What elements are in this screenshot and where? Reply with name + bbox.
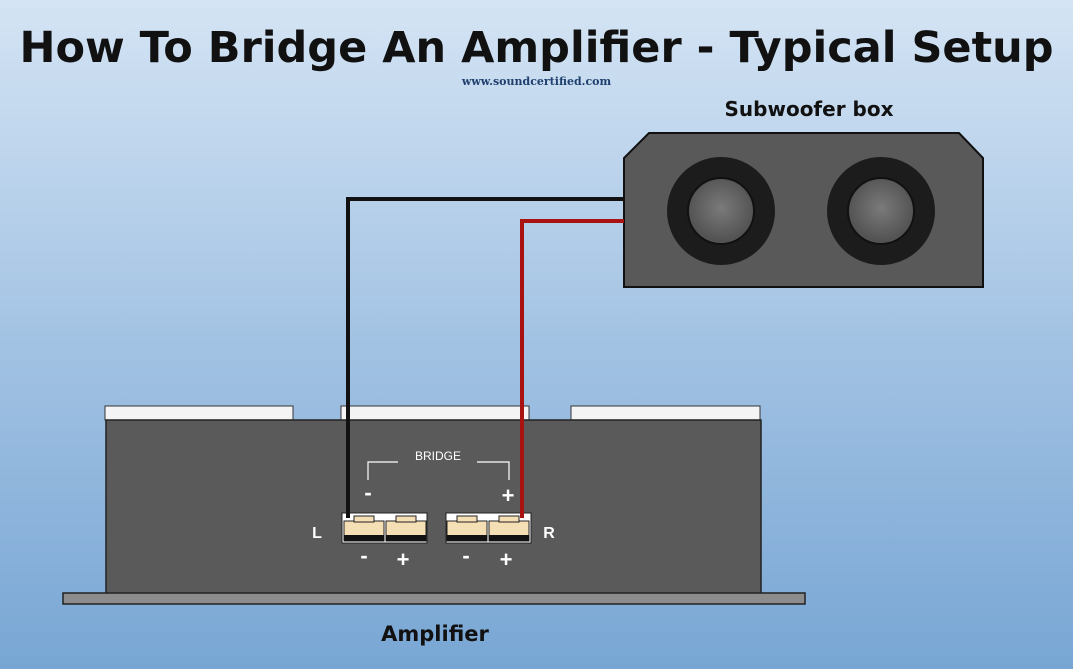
bridge-plus-sign: + xyxy=(502,483,515,508)
bridge-label: BRIDGE xyxy=(415,449,461,463)
terminal-sign-right-positive: + xyxy=(500,547,513,572)
subwoofer-box xyxy=(623,132,984,288)
amp-heatsink-left xyxy=(104,405,294,421)
terminal-sign-left-negative: - xyxy=(360,543,367,568)
amplifier: BRIDGE - + L R - + - + xyxy=(62,405,806,605)
amp-body xyxy=(105,419,762,595)
left-channel-label: L xyxy=(312,525,322,542)
terminal-sign-left-positive: + xyxy=(397,547,410,572)
amplifier-label: Amplifier xyxy=(381,622,489,646)
terminal-left-positive xyxy=(385,515,427,542)
amp-base-plate xyxy=(62,592,806,605)
woofer-left xyxy=(667,157,775,265)
woofer-right xyxy=(827,157,935,265)
amp-heatsink-center xyxy=(340,405,530,421)
bridge-bracket xyxy=(367,461,510,480)
terminal-right-positive xyxy=(488,515,530,542)
right-channel-label: R xyxy=(543,525,555,542)
terminal-left-negative xyxy=(343,515,385,542)
page-title: How To Bridge An Amplifier - Typical Set… xyxy=(19,23,1054,73)
subwoofer-label: Subwoofer box xyxy=(725,97,894,121)
negative-wire xyxy=(346,197,624,518)
website-label: www.soundcertified.com xyxy=(461,75,612,88)
amp-heatsink-right xyxy=(570,405,761,421)
bridge-minus-sign: - xyxy=(364,480,371,505)
terminal-right-negative xyxy=(446,515,488,542)
terminal-sign-right-negative: - xyxy=(462,543,469,568)
positive-wire xyxy=(520,219,624,518)
